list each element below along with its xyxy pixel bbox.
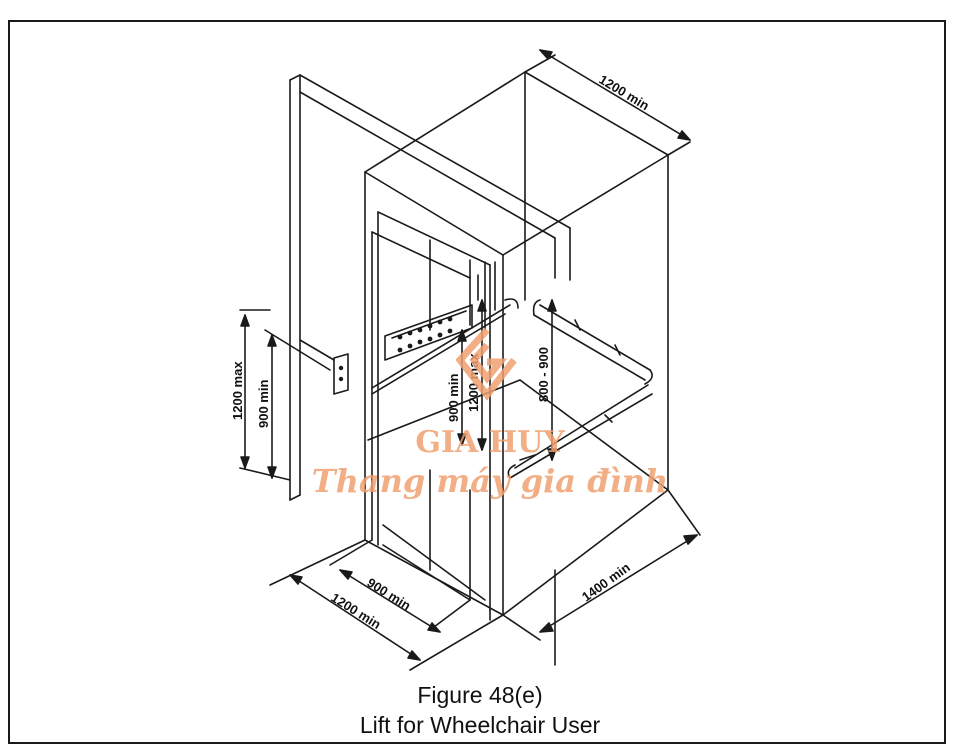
figure-frame [8,20,946,744]
rear-wall [524,199,571,301]
label-door-width: 900 min [364,575,413,613]
dim-car-width [489,489,701,666]
dim-car-depth [524,49,691,156]
figure-number: Figure 48(e) [417,682,543,708]
label-car-depth: 1200 min [596,72,651,114]
car-operating-panel [384,304,473,361]
dim-handrail-height [547,299,557,461]
door-handrail [371,298,519,395]
label-handrail-height: 800 - 900 [536,347,551,402]
watermark-tagline: Thang máy gia đình [312,462,668,500]
watermark-logo-icon [455,327,517,401]
dim-call-button-height [239,309,331,481]
dim-landing-depth [269,539,504,671]
watermark-brand: GIA HUY [415,425,565,460]
label-car-width: 1400 min [579,560,633,605]
dim-door-width [329,539,471,633]
label-landing-depth: 1200 min [328,590,383,632]
watermark: GIA HUY Thang máy gia đình [312,327,668,500]
panel-buttons [397,316,453,353]
landing-call-button [299,339,349,395]
label-call-button-min: 900 min [256,380,271,428]
car-roof [364,71,669,256]
figure-title: Lift for Wheelchair User [359,712,601,738]
label-call-button-max: 1200 max [230,361,245,420]
label-panel-min: 900 min [446,374,461,422]
car-edges [364,71,669,616]
lower-handrail [507,384,653,479]
